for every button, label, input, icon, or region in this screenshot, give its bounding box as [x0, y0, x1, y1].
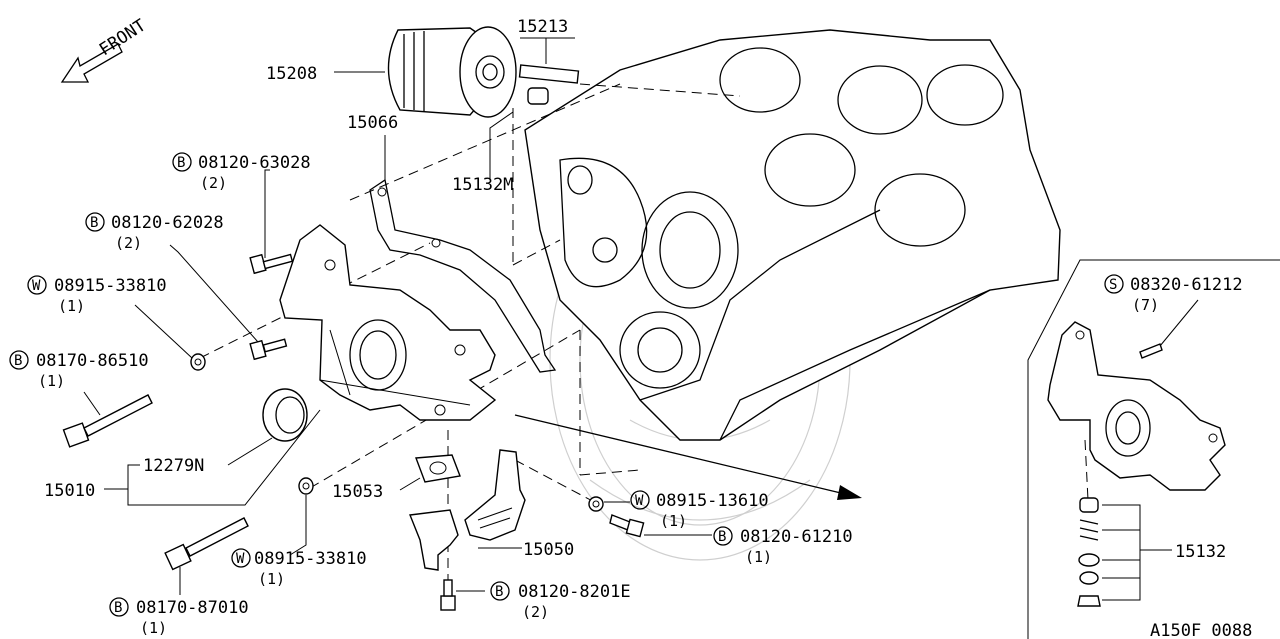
callout-08915-13610: W 08915-13610 (1) [630, 490, 769, 530]
callout-08120-8201E: B 08120-8201E (2) [490, 581, 631, 621]
svg-text:08170-87010: 08170-87010 [136, 598, 249, 618]
svg-text:(1): (1) [745, 548, 772, 566]
svg-text:(1): (1) [660, 512, 687, 530]
part-15010: 15010 [44, 481, 95, 501]
relief-valve-parts [1077, 497, 1101, 607]
part-15132M: 15132M [452, 175, 513, 195]
part-15213: 15213 [517, 17, 568, 37]
callout-08120-63028: B 08120-63028 (2) [172, 152, 311, 192]
bolt-8201E [440, 579, 456, 611]
bolt-62028 [249, 338, 288, 361]
callout-08320-61212: S 08320-61212 (7) [1104, 274, 1243, 314]
gasket-15066 [369, 178, 557, 373]
oil-strainer [409, 449, 526, 571]
marker-w-icon: W [635, 493, 644, 509]
svg-text:(1): (1) [38, 372, 65, 390]
svg-text:(7): (7) [1132, 296, 1159, 314]
callout-08170-86510: B 08170-86510 (1) [9, 350, 149, 390]
filter-stud [518, 64, 580, 105]
callout-08915-33810-upper: W 08915-33810 (1) [27, 275, 167, 315]
svg-text:08170-86510: 08170-86510 [36, 351, 149, 371]
bolt-86510 [62, 394, 153, 448]
callout-08170-87010: B 08170-87010 (1) [109, 597, 249, 637]
svg-text:08120-62028: 08120-62028 [111, 213, 224, 233]
marker-s-icon: S [1109, 277, 1117, 293]
svg-text:08915-13610: 08915-13610 [656, 491, 769, 511]
oil-pump [279, 224, 497, 421]
oil-filter [387, 26, 517, 118]
part-12279N: 12279N [143, 456, 204, 476]
marker-b-icon: B [90, 215, 98, 231]
svg-text:(2): (2) [522, 603, 549, 621]
svg-text:(1): (1) [258, 570, 285, 588]
bolt-87010 [164, 517, 249, 571]
front-arrow-icon [60, 43, 123, 83]
inset-panel [1027, 259, 1280, 639]
callout-08120-62028: B 08120-62028 (2) [85, 212, 224, 252]
bolt-61210 [609, 514, 645, 538]
svg-text:(1): (1) [58, 297, 85, 315]
marker-w-icon: W [32, 278, 41, 294]
marker-w-icon: W [236, 551, 245, 567]
part-15066: 15066 [347, 113, 398, 133]
svg-text:(2): (2) [200, 174, 227, 192]
engine-block [524, 29, 1061, 441]
marker-b-icon: B [114, 600, 122, 616]
part-15132: 15132 [1175, 542, 1226, 562]
svg-text:08915-33810: 08915-33810 [254, 549, 367, 569]
marker-b-icon: B [495, 584, 503, 600]
callout-08120-61210: B 08120-61210 (1) [713, 526, 853, 566]
svg-text:08120-61210: 08120-61210 [740, 527, 853, 547]
part-15050: 15050 [523, 540, 574, 560]
gasket-15053 [415, 454, 461, 483]
svg-text:(1): (1) [140, 619, 167, 637]
marker-b-icon: B [718, 529, 726, 545]
svg-text:(2): (2) [115, 234, 142, 252]
part-15208: 15208 [266, 64, 317, 84]
washer-13610 [588, 496, 604, 512]
oil-seal [262, 388, 308, 442]
marker-b-icon: B [14, 353, 22, 369]
front-label: FRONT [96, 16, 150, 61]
callout-08915-33810-lower: W 08915-33810 (1) [231, 548, 367, 588]
svg-text:08320-61212: 08320-61212 [1130, 275, 1243, 295]
svg-text:08120-8201E: 08120-8201E [518, 582, 631, 602]
bolt-63028 [249, 253, 294, 275]
svg-text:08915-33810: 08915-33810 [54, 276, 167, 296]
marker-b-icon: B [177, 155, 185, 171]
svg-text:08120-63028: 08120-63028 [198, 153, 311, 173]
diagram-code: A150F 0088 [1150, 621, 1252, 639]
part-15053: 15053 [332, 482, 383, 502]
washer-33810-upper [190, 353, 206, 371]
washer-33810-lower [298, 477, 314, 495]
